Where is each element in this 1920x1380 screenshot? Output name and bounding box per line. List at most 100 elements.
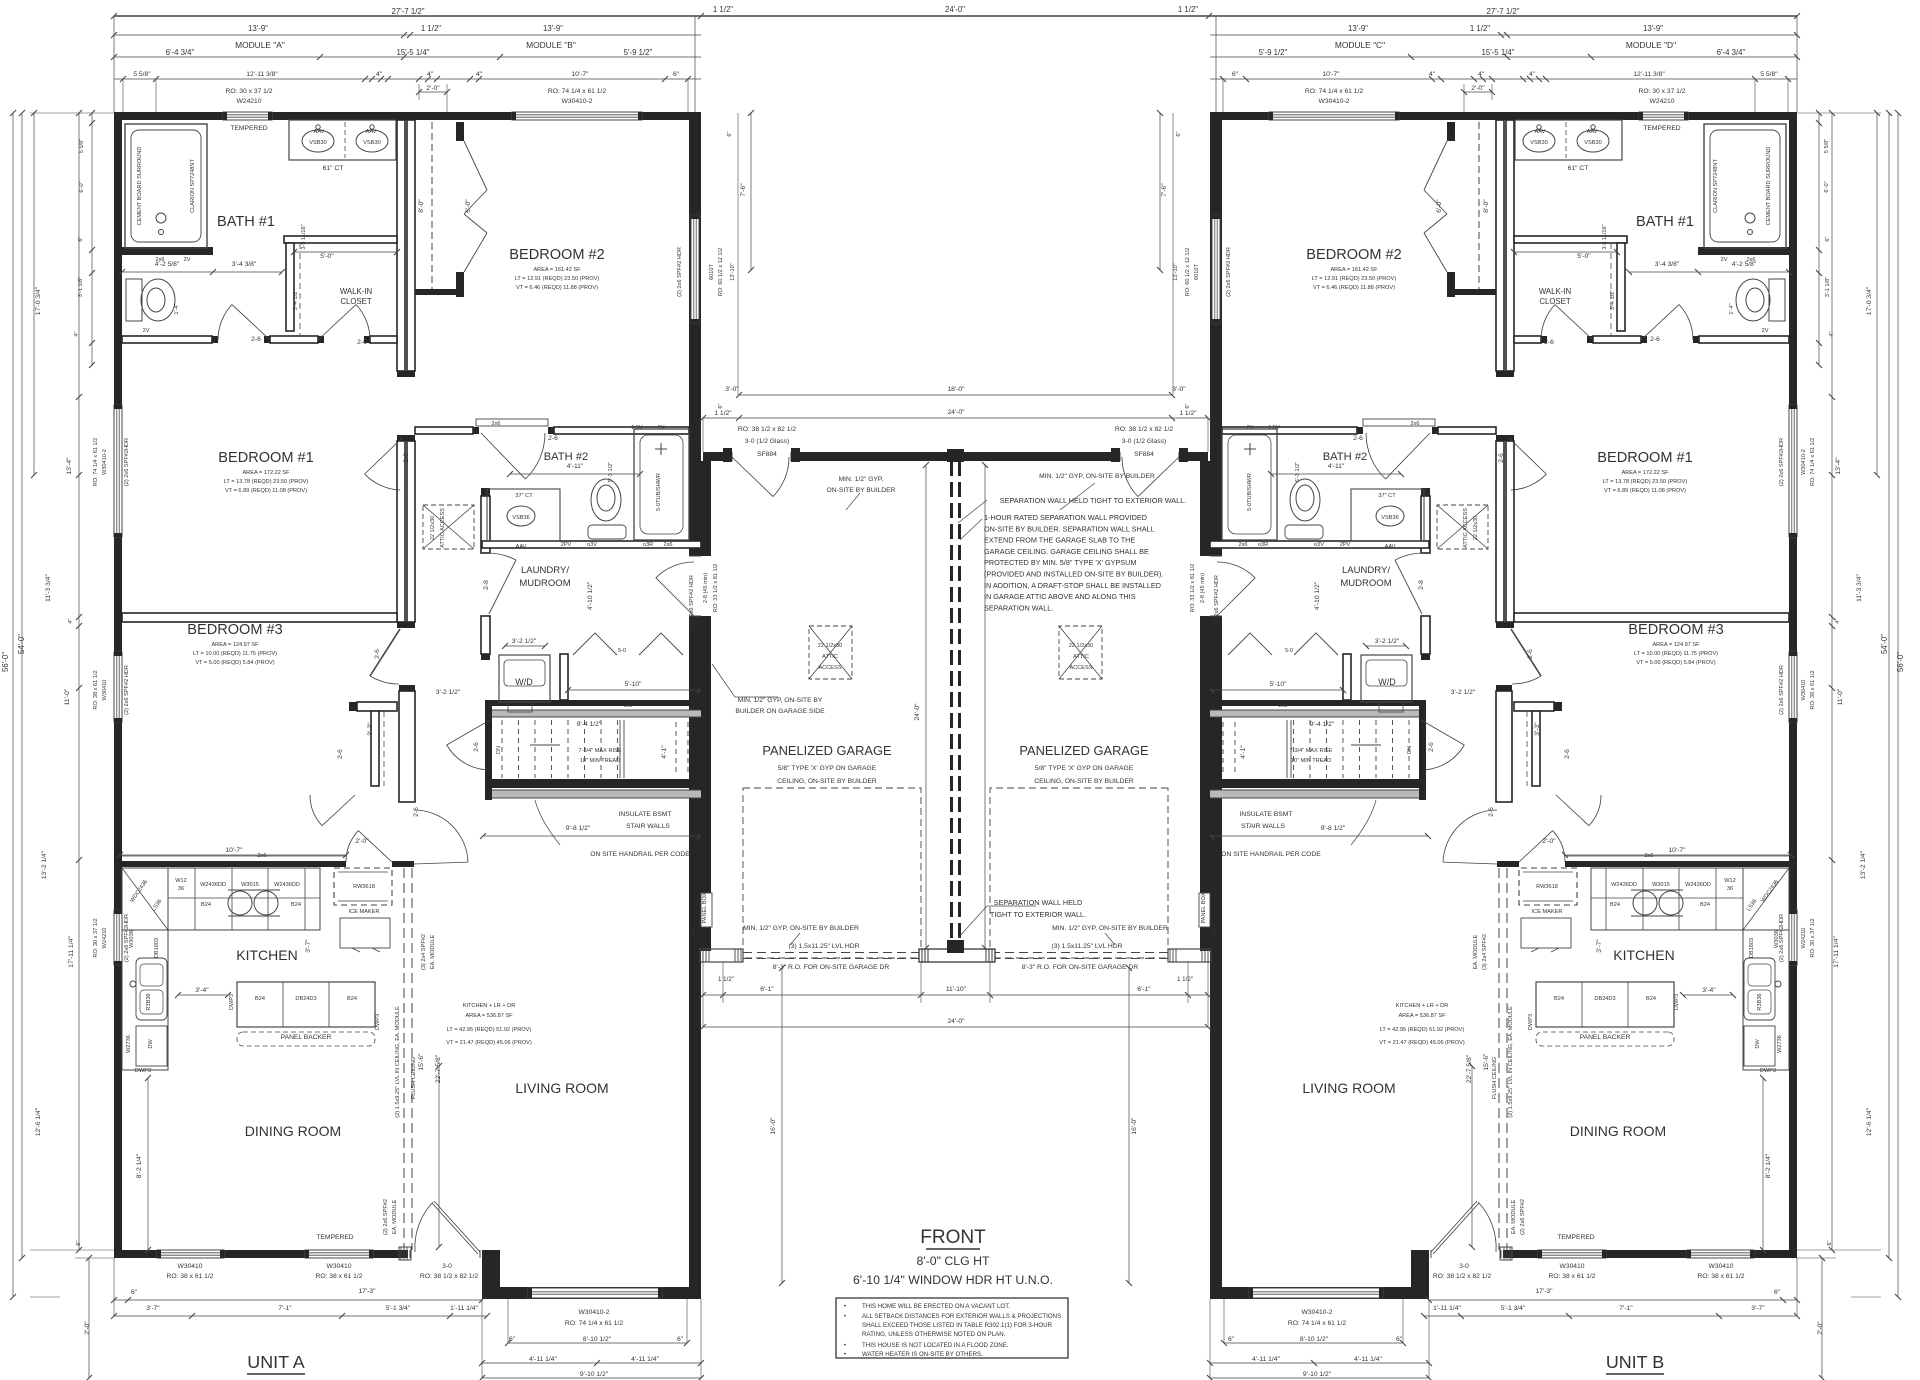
svg-text:(2) 2x6 SPF#2HDR: (2) 2x6 SPF#2HDR <box>124 438 130 486</box>
svg-text:VT = 5.00 (REQD) 5.84 (PROV): VT = 5.00 (REQD) 5.84 (PROV) <box>195 660 274 666</box>
svg-text:4'-11": 4'-11" <box>1328 463 1345 470</box>
svg-text:KITCHEN + LR + DR: KITCHEN + LR + DR <box>463 1003 516 1009</box>
svg-text:2PV: 2PV <box>561 542 572 548</box>
svg-text:3-0 (1/2 Glass): 3-0 (1/2 Glass) <box>1122 438 1166 445</box>
svg-text:5/8" TYPE 'X' GYP ON GARAGE: 5/8" TYPE 'X' GYP ON GARAGE <box>778 765 877 772</box>
svg-text:2x6: 2x6 <box>1410 421 1419 427</box>
svg-text:2-6: 2-6 <box>1428 742 1435 752</box>
svg-text:B24: B24 <box>1700 902 1710 908</box>
svg-text:7-3/4" MAX RISE: 7-3/4" MAX RISE <box>1289 748 1332 754</box>
svg-text:2-6: 2-6 <box>1488 807 1495 817</box>
svg-text:•: • <box>844 1303 846 1310</box>
svg-text:6'-0": 6'-0" <box>79 181 85 192</box>
svg-text:MIN. 1/2" GYP, ON-SITE BY BUIL: MIN. 1/2" GYP, ON-SITE BY BUILDER <box>1052 925 1168 932</box>
svg-text:SEPARATION WALL HELD TIGHT TO: SEPARATION WALL HELD TIGHT TO EXTERIOR W… <box>1000 496 1187 505</box>
svg-text:(2) 2x6 SPF#2 HDR: (2) 2x6 SPF#2 HDR <box>1779 665 1785 715</box>
svg-text:DB1803: DB1803 <box>154 938 160 958</box>
svg-text:24'-0": 24'-0" <box>945 5 965 14</box>
svg-text:4": 4" <box>74 331 80 336</box>
svg-text:SF884: SF884 <box>1134 451 1154 458</box>
svg-text:W24210: W24210 <box>1649 98 1674 105</box>
svg-text:2-8 (45 min): 2-8 (45 min) <box>703 573 709 603</box>
svg-text:5'-10": 5'-10" <box>1269 681 1287 688</box>
svg-text:LT = 42.95 (REQD) 51.92 (PROV): LT = 42.95 (REQD) 51.92 (PROV) <box>447 1027 532 1033</box>
svg-text:4'-11 1/4": 4'-11 1/4" <box>631 1356 659 1363</box>
svg-text:EA. MODULE: EA. MODULE <box>1473 934 1479 969</box>
svg-text:10" MIN TREAD: 10" MIN TREAD <box>580 758 620 764</box>
svg-text:56'-0": 56'-0" <box>1 652 10 672</box>
svg-text:AREA = 172.22 SF: AREA = 172.22 SF <box>1621 470 1669 476</box>
svg-text:9'-4 1/2": 9'-4 1/2" <box>577 721 602 728</box>
svg-text:RO: 60 1/2 x 12 1/2: RO: 60 1/2 x 12 1/2 <box>718 248 724 297</box>
svg-text:2-6: 2-6 <box>337 749 344 759</box>
svg-text:61" CT: 61" CT <box>323 165 344 172</box>
svg-text:11'-3 3/4": 11'-3 3/4" <box>45 573 52 601</box>
svg-text:ICE MAKER: ICE MAKER <box>349 909 380 915</box>
svg-text:RO: 60 1/2 x 12 1/2: RO: 60 1/2 x 12 1/2 <box>1185 248 1191 297</box>
svg-text:16'-0": 16'-0" <box>770 1117 777 1135</box>
svg-text:W30410: W30410 <box>1708 1263 1733 1270</box>
svg-text:11'-0": 11'-0" <box>1837 688 1844 705</box>
svg-text:W30410-2: W30410-2 <box>562 98 593 105</box>
svg-text:15'-6": 15'-6" <box>418 1053 425 1071</box>
svg-text:THIS HOUSE IS NOT LOCATED IN A: THIS HOUSE IS NOT LOCATED IN A FLOOD ZON… <box>862 1342 1009 1349</box>
svg-text:1'-11 1/4": 1'-11 1/4" <box>1433 1305 1461 1312</box>
svg-text:(2) 2x6 SPF#2HDR: (2) 2x6 SPF#2HDR <box>124 914 130 962</box>
svg-text:37" CT: 37" CT <box>515 493 533 499</box>
svg-text:4'-11 1/4": 4'-11 1/4" <box>1252 1356 1280 1363</box>
svg-text:7'-1": 7'-1" <box>278 1305 292 1312</box>
svg-text:2x6: 2x6 <box>1238 542 1247 548</box>
svg-text:5 5/8": 5 5/8" <box>1824 139 1830 153</box>
svg-text:CLARION SP7248NT: CLARION SP7248NT <box>1713 159 1719 213</box>
svg-text:(3) 2x4 SPF#2: (3) 2x4 SPF#2 <box>421 934 427 970</box>
svg-text:IN ADDITION, A DRAFT-STOP SHAL: IN ADDITION, A DRAFT-STOP SHALL BE INSTA… <box>984 581 1161 590</box>
svg-text:12'-6 1/4": 12'-6 1/4" <box>1866 1107 1873 1136</box>
svg-text:15'-5 1/4": 15'-5 1/4" <box>1482 48 1515 57</box>
svg-text:8'-0" CLG HT: 8'-0" CLG HT <box>916 1254 990 1268</box>
svg-text:SF884: SF884 <box>757 451 777 458</box>
svg-text:2'-0": 2'-0" <box>355 838 369 845</box>
svg-text:3'-4 3/8": 3'-4 3/8" <box>232 261 257 268</box>
svg-text:AREA = 161.42 SF: AREA = 161.42 SF <box>1330 267 1378 273</box>
svg-text:6": 6" <box>131 1289 138 1296</box>
svg-text:B24: B24 <box>347 996 357 1002</box>
svg-text:12'-11 3/8": 12'-11 3/8" <box>246 71 278 78</box>
svg-text:2V: 2V <box>1762 328 1769 334</box>
svg-text:4": 4" <box>1478 71 1485 78</box>
svg-text:3-5 11/16": 3-5 11/16" <box>1602 224 1608 249</box>
svg-text:ALL SETBACK DISTANCES FOR EXTE: ALL SETBACK DISTANCES FOR EXTERIOR WALLS… <box>862 1313 1061 1320</box>
svg-text:2-8: 2-8 <box>483 580 490 590</box>
svg-text:10" MIN TREAD: 10" MIN TREAD <box>1291 758 1331 764</box>
svg-text:3'-7": 3'-7" <box>305 939 312 953</box>
svg-text:INSULATE BSMT: INSULATE BSMT <box>619 811 672 818</box>
svg-text:1 1/2": 1 1/2" <box>1178 5 1198 14</box>
svg-text:3-5 11/16": 3-5 11/16" <box>301 224 307 249</box>
svg-text:3'-0": 3'-0" <box>725 386 739 393</box>
svg-text:6": 6" <box>78 236 84 241</box>
svg-text:EXTEND FROM THE GARAGE SLAB TO: EXTEND FROM THE GARAGE SLAB TO THE <box>984 536 1135 545</box>
svg-text:2'-0": 2'-0" <box>1817 1321 1824 1335</box>
svg-text:5'-1 3/4": 5'-1 3/4" <box>386 1305 411 1312</box>
svg-text:2-8: 2-8 <box>1418 580 1425 590</box>
svg-text:AREA = 161.42 SF: AREA = 161.42 SF <box>533 267 581 273</box>
svg-text:54'-0": 54'-0" <box>1880 634 1889 654</box>
svg-text:DN: DN <box>496 746 502 754</box>
svg-text:DB24D3: DB24D3 <box>1594 996 1615 1002</box>
svg-text:6'-0": 6'-0" <box>465 199 472 213</box>
svg-text:4": 4" <box>1429 71 1436 78</box>
svg-text:B24: B24 <box>1610 902 1620 908</box>
svg-text:MODULE "B": MODULE "B" <box>526 40 576 50</box>
svg-text:2x8: 2x8 <box>623 703 632 709</box>
svg-text:10'-7": 10'-7" <box>1668 847 1686 854</box>
svg-text:W2736: W2736 <box>1777 1035 1783 1053</box>
svg-text:5-0TUB/SHWR: 5-0TUB/SHWR <box>1247 473 1253 511</box>
svg-text:THIS HOME WILL BE ERECTED ON A: THIS HOME WILL BE ERECTED ON A VACANT LO… <box>862 1303 1010 1310</box>
svg-text:LT = 10.00 (REQD) 11.75 (PROV): LT = 10.00 (REQD) 11.75 (PROV) <box>1634 651 1718 657</box>
svg-text:W24210: W24210 <box>236 98 261 105</box>
svg-text:TIGHT TO EXTERIOR WALL.: TIGHT TO EXTERIOR WALL. <box>990 910 1086 919</box>
svg-text:RO: 74 1/4 x 61 1/2: RO: 74 1/4 x 61 1/2 <box>565 1320 624 1327</box>
svg-text:BEDROOM #1: BEDROOM #1 <box>218 450 313 466</box>
svg-text:7'-6": 7'-6" <box>1161 183 1168 197</box>
svg-text:RW3618: RW3618 <box>353 884 375 890</box>
svg-text:TEMPERED: TEMPERED <box>316 1234 353 1241</box>
